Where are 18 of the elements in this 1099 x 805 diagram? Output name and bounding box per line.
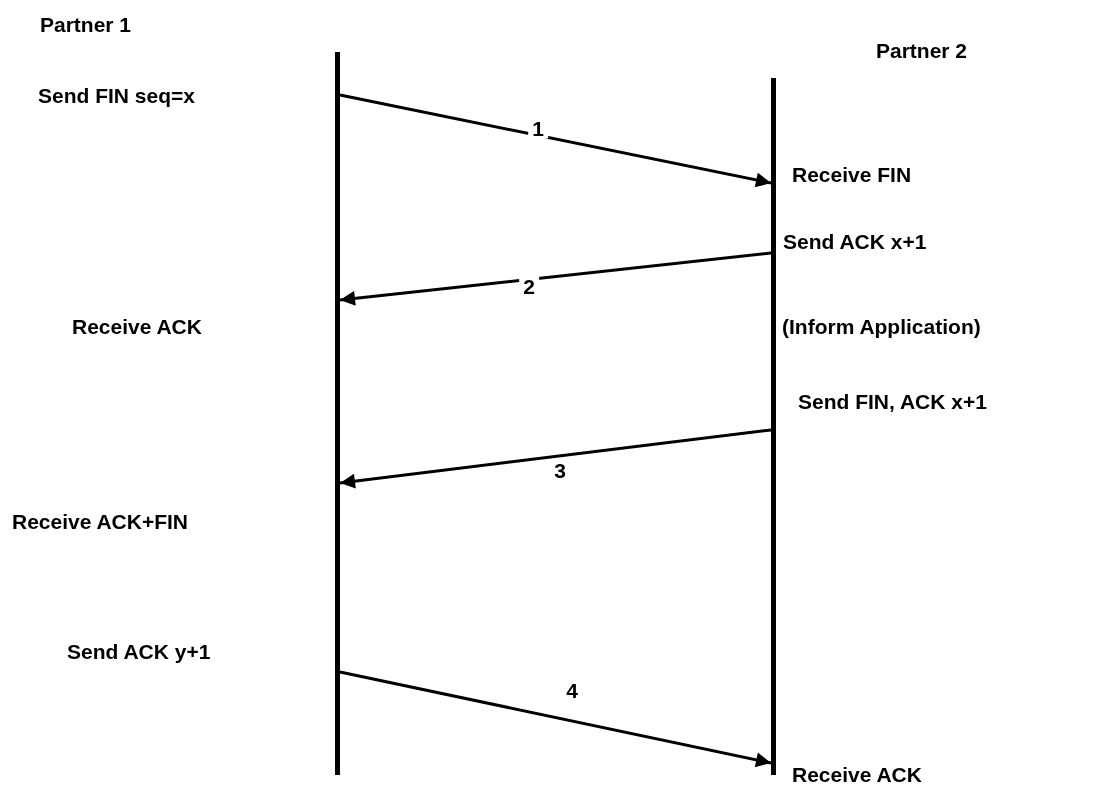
participant-heading: Partner 2	[876, 38, 968, 64]
lifeline	[771, 78, 776, 775]
event-label: Receive ACK+FIN	[12, 509, 189, 535]
event-label: Send FIN seq=x	[38, 83, 195, 109]
event-label: Receive FIN	[792, 162, 912, 188]
arrow	[339, 428, 772, 489]
arrow	[339, 670, 772, 768]
event-label: Send FIN, ACK x+1	[798, 389, 987, 415]
event-label: Send ACK x+1	[783, 229, 927, 255]
edge-label: 2	[519, 275, 539, 297]
event-label: Receive ACK	[72, 314, 202, 340]
event-label: (Inform Application)	[782, 314, 981, 340]
event-label: Send ACK y+1	[67, 639, 211, 665]
event-label: Receive ACK	[792, 762, 922, 788]
lifeline	[335, 52, 340, 775]
arrow	[339, 93, 772, 188]
arrow	[339, 251, 772, 306]
participant-heading: Partner 1	[40, 12, 132, 38]
